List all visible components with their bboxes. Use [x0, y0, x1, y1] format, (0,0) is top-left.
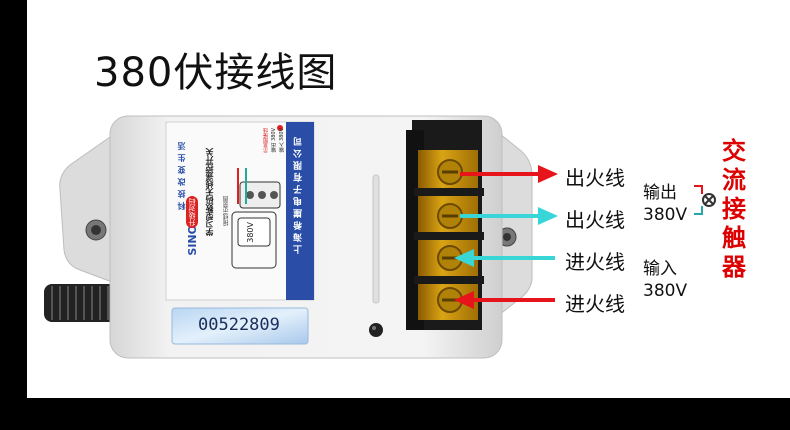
contactor-char: 交 [722, 137, 746, 165]
left-mount-ear [59, 129, 121, 286]
input-annotation-voltage: 380V [643, 281, 688, 301]
in-arrow-red [454, 291, 555, 309]
label-output-line-1: 出火线 [565, 166, 625, 190]
contactor-char: 器 [722, 253, 746, 281]
serial-sticker [171, 307, 309, 345]
label-input-line-2: 进火线 [565, 292, 625, 316]
output-annotation-voltage: 380V [643, 205, 688, 225]
contactor-char: 流 [722, 166, 746, 194]
upgrade-badge: 升级对码 [186, 196, 198, 228]
label-output: 输出 380V [271, 128, 277, 153]
output-annotation: 输出 380V [643, 182, 687, 226]
contactor-connector [694, 185, 716, 215]
output-annotation-label: 输出 [643, 183, 677, 203]
indicator-led [369, 323, 383, 337]
model-text: 学习型数码无线遥控开关 [205, 148, 214, 236]
antenna-coil [44, 284, 120, 322]
label-input: 输入 380V [279, 128, 285, 153]
company-strip [286, 122, 314, 300]
serial-number: 00522809 [198, 315, 280, 335]
status-light-slot [372, 174, 380, 304]
contactor-label: 交 流 接 触 器 [718, 137, 750, 282]
mini-voltage-box: 380V [246, 222, 255, 243]
label-heading: 示意图接线 [263, 128, 269, 153]
label-output-line-2: 出火线 [565, 208, 625, 232]
wiring-caption: 接线示意图 [223, 196, 230, 226]
label-input-line-1: 进火线 [565, 250, 625, 274]
contactor-char: 触 [722, 224, 746, 252]
mini-wiring-box [231, 211, 277, 269]
page-title: 380伏接线图 [94, 50, 338, 96]
input-annotation: 输入 380V [643, 258, 687, 302]
contactor-char: 接 [722, 195, 746, 223]
out-arrow-cyan [460, 207, 558, 225]
out-arrow-red [460, 165, 558, 183]
input-annotation-label: 输入 [643, 259, 677, 279]
in-arrow-cyan [454, 249, 555, 267]
company-name: 上海希崖电子有限公司 [294, 134, 304, 254]
